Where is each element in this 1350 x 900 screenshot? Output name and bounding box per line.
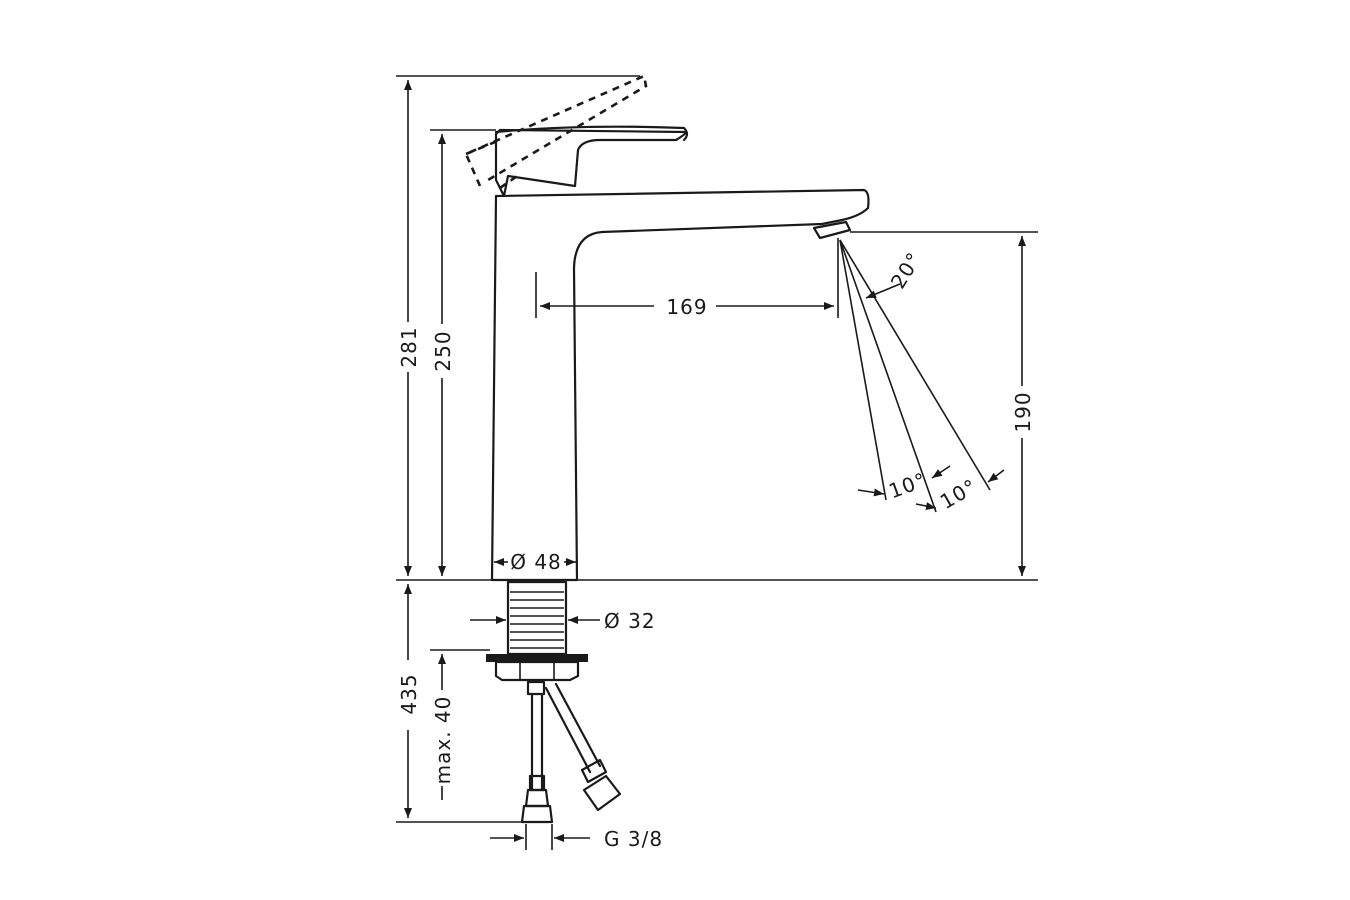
dim-connection-thread: G 3/8 <box>604 827 663 851</box>
dim-lever-height: 250 <box>431 330 455 371</box>
reference-lines <box>396 75 1038 850</box>
dim-installation-depth: 435 <box>397 673 421 714</box>
dim-spray-angle: 20° <box>886 248 927 293</box>
dim-total-height: 281 <box>397 326 421 367</box>
faucet-body <box>464 74 870 582</box>
dim-spray-tilt-2: 10° <box>936 474 981 514</box>
dimension-lines <box>404 80 1026 842</box>
dim-body-diameter: Ø 48 <box>510 550 562 574</box>
shank-assembly <box>486 580 622 824</box>
dim-spray-tilt-1: 10° <box>885 468 929 504</box>
dim-shank-diameter: Ø 32 <box>604 609 656 633</box>
dim-spout-clearance: 190 <box>1011 391 1035 432</box>
dim-max-deck-thickness: max. 40 <box>431 696 455 785</box>
dim-spout-reach: 169 <box>666 295 707 319</box>
